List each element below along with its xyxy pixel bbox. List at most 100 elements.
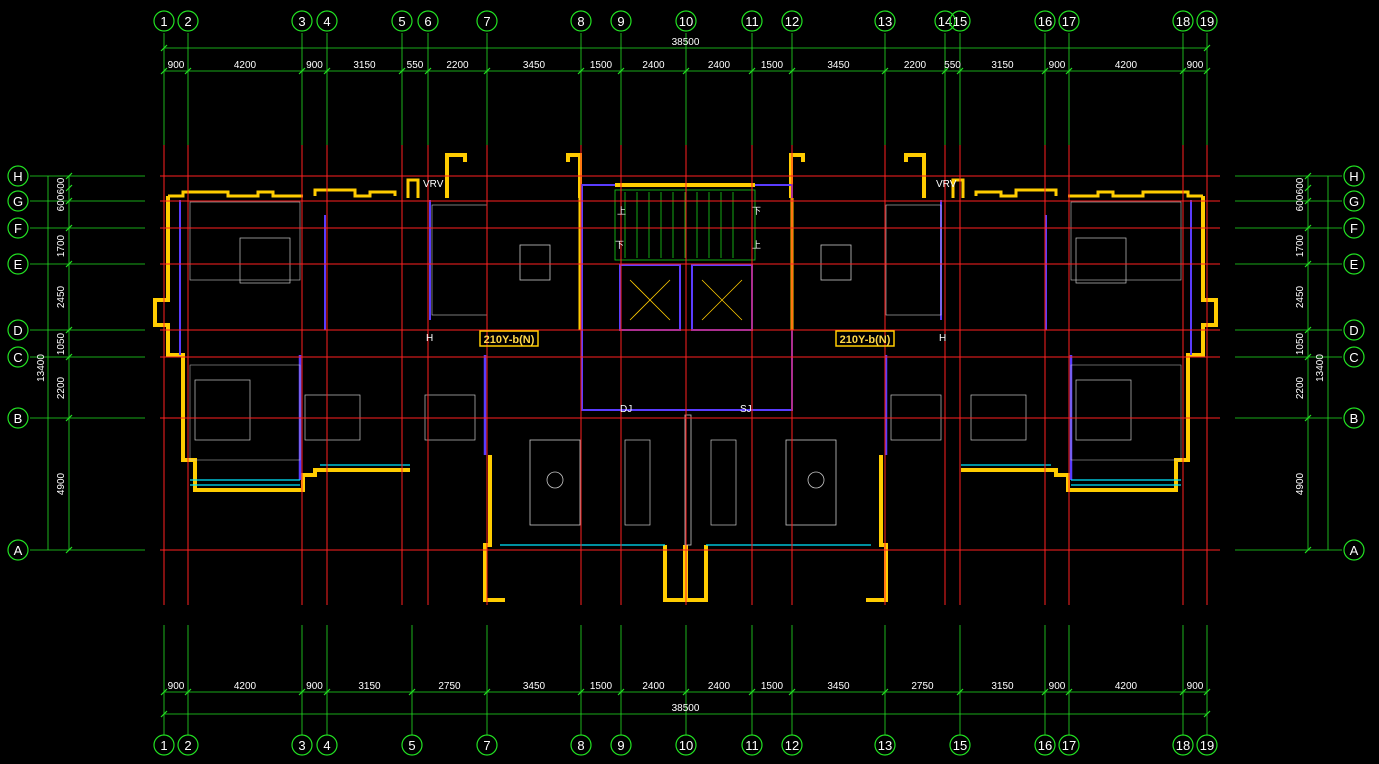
axis-top-1-text: 1 bbox=[160, 14, 167, 29]
dim-top-tick-12 bbox=[881, 67, 889, 75]
axis-bottom-10-text: 10 bbox=[679, 738, 693, 753]
dim-top-label-2: 900 bbox=[306, 60, 323, 71]
axis-right-D-circle bbox=[1343, 319, 1365, 341]
shaft-label-dj: DJ bbox=[620, 404, 632, 415]
dim-left-label-1: 600 bbox=[56, 194, 67, 211]
dim-bottom-label-2: 900 bbox=[306, 681, 323, 692]
dim-top-label-16: 4200 bbox=[1115, 60, 1138, 71]
axis-top-5-circle bbox=[391, 10, 413, 32]
axis-right-A-circle bbox=[1343, 539, 1365, 561]
right-coffee-table bbox=[807, 471, 825, 489]
axis-right-H-text: H bbox=[1349, 169, 1358, 184]
dim-bottom-total-tick-0 bbox=[160, 710, 168, 718]
axis-top-18-circle bbox=[1172, 10, 1194, 32]
dim-bottom-tick-8 bbox=[682, 688, 690, 696]
right-sofa-area bbox=[785, 439, 837, 526]
axis-bottom-1-circle bbox=[153, 734, 175, 756]
axis-grid bbox=[30, 33, 1342, 735]
dim-bottom-label-3: 3150 bbox=[358, 681, 381, 692]
axis-top-1-circle bbox=[153, 10, 175, 32]
axis-left-C-circle bbox=[7, 346, 29, 368]
dim-bottom-tick-9 bbox=[748, 688, 756, 696]
dim-bottom-tick-11 bbox=[881, 688, 889, 696]
axis-left-H-text: H bbox=[13, 169, 22, 184]
axis-top-10-text: 10 bbox=[679, 14, 693, 29]
axis-right-F-circle bbox=[1343, 217, 1365, 239]
axis-top-12-text: 12 bbox=[785, 14, 799, 29]
dim-left-label-5: 2200 bbox=[56, 376, 67, 399]
dim-right-label-0: 600 bbox=[1295, 177, 1306, 194]
dim-top-label-6: 3450 bbox=[523, 60, 546, 71]
axis-top-3-text: 3 bbox=[298, 14, 305, 29]
dim-right-label-1: 600 bbox=[1295, 194, 1306, 211]
axis-top-18-text: 18 bbox=[1176, 14, 1190, 29]
stair-label-down-right: 下 bbox=[752, 207, 761, 217]
axis-bottom-12-text: 12 bbox=[785, 738, 799, 753]
axis-right-F-text: F bbox=[1350, 221, 1358, 236]
dim-bottom-tick-12 bbox=[956, 688, 964, 696]
axis-top-3-circle bbox=[291, 10, 313, 32]
unit-label-left-text: 210Y-b(N) bbox=[484, 334, 535, 346]
dim-bottom-label-14: 4200 bbox=[1115, 681, 1138, 692]
dim-top-tick-18 bbox=[1203, 67, 1211, 75]
axis-right-C-text: C bbox=[1349, 350, 1358, 365]
dim-bottom-tick-0 bbox=[160, 688, 168, 696]
dim-right-tick-6 bbox=[1304, 353, 1312, 361]
dim-top-label-12: 2200 bbox=[904, 60, 927, 71]
dim-bottom-label-15: 900 bbox=[1187, 681, 1204, 692]
axis-top-19-text: 19 bbox=[1200, 14, 1214, 29]
dim-bottom-tick-4 bbox=[408, 688, 416, 696]
dim-right-tick-0 bbox=[1304, 172, 1312, 180]
axis-bottom-19-circle bbox=[1196, 734, 1218, 756]
dim-top-tick-5 bbox=[424, 67, 432, 75]
axis-left-E-circle bbox=[7, 253, 29, 275]
axis-top-8-circle bbox=[570, 10, 592, 32]
dim-top-label-4: 550 bbox=[407, 60, 424, 71]
axis-top-5-text: 5 bbox=[398, 14, 405, 29]
axis-top-4-circle bbox=[316, 10, 338, 32]
axis-top-7-circle bbox=[476, 10, 498, 32]
axis-left-D-circle bbox=[7, 319, 29, 341]
axis-bottom-19-text: 19 bbox=[1200, 738, 1214, 753]
axis-top-12-circle bbox=[781, 10, 803, 32]
axis-right-E-text: E bbox=[1350, 257, 1359, 272]
dim-top-total-tick-1 bbox=[1203, 44, 1211, 52]
axis-left-G-text: G bbox=[13, 194, 23, 209]
left-outer-wall-north-b bbox=[313, 188, 397, 198]
dim-bottom-label-4: 2750 bbox=[438, 681, 461, 692]
dim-top-label-7: 1500 bbox=[590, 60, 613, 71]
axis-bottom-5-circle bbox=[401, 734, 423, 756]
dim-right-tick-4 bbox=[1304, 260, 1312, 268]
dim-bottom-label-7: 2400 bbox=[642, 681, 665, 692]
left-bed-top bbox=[239, 237, 291, 284]
dim-left-label-2: 1700 bbox=[56, 234, 67, 257]
dim-bottom-tick-10 bbox=[788, 688, 796, 696]
axis-bottom-2-text: 2 bbox=[184, 738, 191, 753]
axis-top-11-text: 11 bbox=[745, 14, 759, 29]
dim-top-tick-0 bbox=[160, 67, 168, 75]
dim-bottom-label-11: 2750 bbox=[911, 681, 934, 692]
dim-top-label-10: 1500 bbox=[761, 60, 784, 71]
left-tv-cabinet bbox=[624, 439, 651, 526]
axis-bottom-15-circle bbox=[949, 734, 971, 756]
dim-left-tick-0 bbox=[65, 172, 73, 180]
right-bed-top bbox=[1075, 237, 1127, 284]
axis-right-G-text: G bbox=[1349, 194, 1359, 209]
axis-right-D-text: D bbox=[1349, 323, 1358, 338]
axis-left-D-text: D bbox=[13, 323, 22, 338]
dim-top-tick-8 bbox=[617, 67, 625, 75]
axis-bottom-16-circle bbox=[1034, 734, 1056, 756]
dim-bottom-tick-2 bbox=[298, 688, 306, 696]
axis-right-H-circle bbox=[1343, 165, 1365, 187]
dim-bottom-label-1: 4200 bbox=[234, 681, 257, 692]
axis-right-A-text: A bbox=[1350, 543, 1359, 558]
dim-top-label-14: 3150 bbox=[991, 60, 1014, 71]
axis-bottom-8-text: 8 bbox=[577, 738, 584, 753]
left-sofa-area bbox=[529, 439, 581, 526]
axis-bottom-2-circle bbox=[177, 734, 199, 756]
dim-top-tick-16 bbox=[1065, 67, 1073, 75]
building-walls bbox=[153, 153, 1218, 602]
vrv-label-right: VRV bbox=[936, 179, 957, 190]
axis-left-A-circle bbox=[7, 539, 29, 561]
